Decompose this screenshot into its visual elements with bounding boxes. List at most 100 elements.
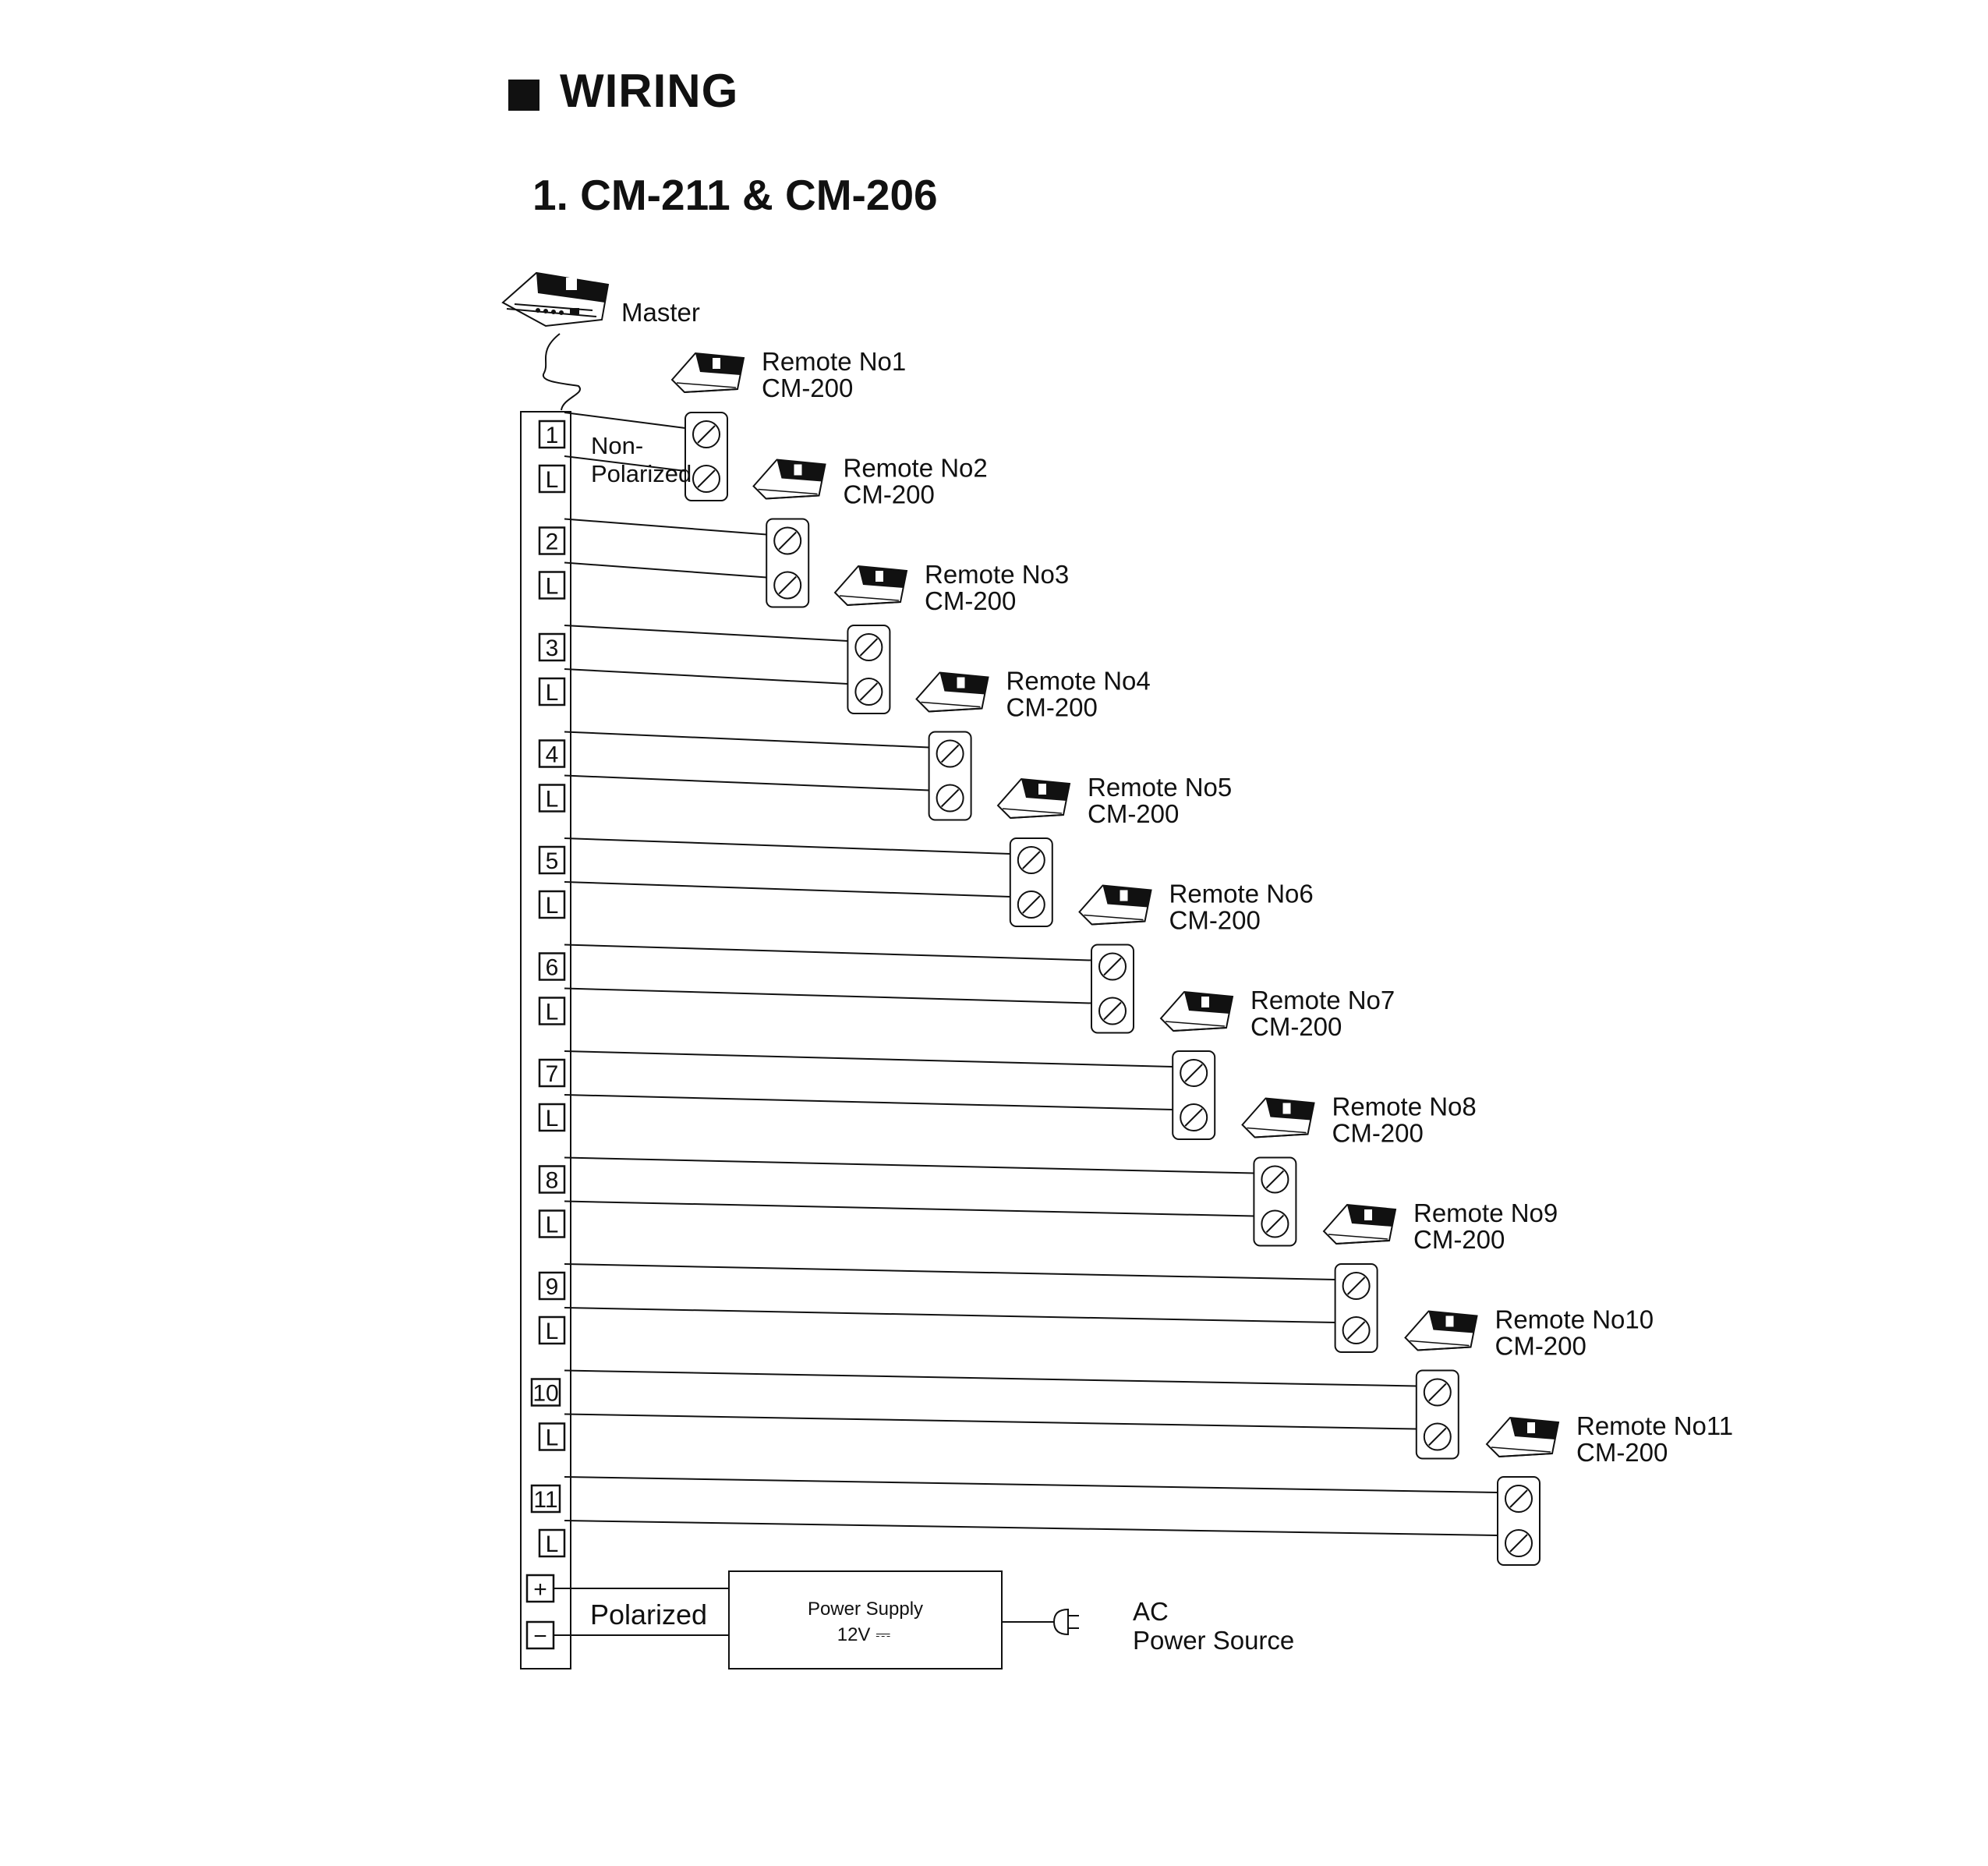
terminal-minus-label: − <box>533 1623 547 1649</box>
wire-common-4 <box>564 774 929 791</box>
remote-station-icon-3 <box>833 565 908 607</box>
terminal-common-6-label: L <box>546 1000 559 1025</box>
terminal-common-10-label: L <box>546 1425 559 1451</box>
remote-station-icon-6 <box>1078 884 1152 926</box>
remote-station-icon-9 <box>1322 1203 1397 1245</box>
terminal-6: 6 <box>538 952 566 981</box>
terminal-9-label: 9 <box>546 1274 559 1300</box>
terminal-8-label: 8 <box>546 1168 559 1194</box>
subsection-title: 1. CM-211 & CM-206 <box>532 171 938 219</box>
terminal-common-5-label: L <box>546 893 559 919</box>
terminal-8: 8 <box>538 1165 566 1194</box>
wire-signal-6 <box>564 944 1092 961</box>
terminal-11-label: 11 <box>533 1487 557 1513</box>
terminal-5-label: 5 <box>546 848 559 874</box>
remote-model-8: CM-200 <box>1332 1119 1424 1148</box>
terminal-10: 10 <box>530 1378 561 1407</box>
terminal-common-8: L <box>538 1209 566 1238</box>
non-polarized-label-line2: Polarized <box>591 460 692 487</box>
remote-name-9: Remote No9 <box>1413 1199 1558 1227</box>
remote-station-icon-8 <box>1241 1097 1315 1138</box>
remote-model-2: CM-200 <box>844 480 935 509</box>
wire-signal-2 <box>564 518 767 536</box>
terminal-common-7: L <box>538 1103 566 1132</box>
ac-plug-icon <box>1052 1608 1079 1636</box>
wire-common-5 <box>564 881 1010 898</box>
remote-model-4: CM-200 <box>1006 693 1098 722</box>
wire-common-7 <box>564 1094 1173 1110</box>
remote-terminal-block-6 <box>1091 944 1134 1034</box>
remote-terminal-block-11 <box>1497 1476 1541 1566</box>
remote-name-8: Remote No8 <box>1332 1092 1477 1121</box>
remote-station-icon-5 <box>996 777 1071 820</box>
terminal-common-5: L <box>538 890 566 919</box>
terminal-common-2-label: L <box>546 574 559 600</box>
terminal-3-label: 3 <box>546 636 559 661</box>
master-label: Master <box>621 298 700 327</box>
wire-signal-8 <box>564 1156 1254 1174</box>
wire-common-1 <box>564 455 686 472</box>
terminal-2-label: 2 <box>546 529 559 555</box>
terminal-plus-label: + <box>533 1577 547 1602</box>
remote-model-3: CM-200 <box>925 586 1016 615</box>
terminal-4: 4 <box>538 739 566 768</box>
section-bullet <box>508 80 539 111</box>
wire-signal-11 <box>564 1476 1498 1493</box>
terminal-7-label: 7 <box>546 1061 559 1087</box>
remote-terminal-block-9 <box>1334 1263 1378 1353</box>
terminal-common-4-label: L <box>546 787 559 813</box>
terminal-common-3: L <box>538 677 566 706</box>
terminal-11: 11 <box>530 1484 561 1514</box>
wire-common-8 <box>564 1200 1254 1217</box>
remote-station-icon-1 <box>670 352 745 394</box>
wire-signal-7 <box>564 1050 1173 1068</box>
remote-model-5: CM-200 <box>1088 799 1179 828</box>
wire-signal-1 <box>564 412 686 429</box>
terminal-3: 3 <box>538 632 566 662</box>
remote-name-1: Remote No1 <box>762 347 906 376</box>
terminal-common-1-label: L <box>546 467 559 493</box>
terminal-6-label: 6 <box>546 955 559 981</box>
remote-model-9: CM-200 <box>1413 1225 1505 1254</box>
remote-model-1: CM-200 <box>762 374 853 402</box>
terminal-4-label: 4 <box>546 742 559 768</box>
wire-common-6 <box>564 987 1092 1004</box>
terminal-common-1: L <box>538 464 566 494</box>
remote-model-10: CM-200 <box>1495 1332 1587 1361</box>
ac-label-line2: Power Source <box>1133 1626 1294 1655</box>
terminal-common-10: L <box>538 1422 566 1451</box>
terminal-common-4: L <box>538 784 566 813</box>
remote-station-icon-10 <box>1404 1310 1478 1351</box>
terminal-plus: + <box>525 1574 555 1603</box>
remote-name-6: Remote No6 <box>1169 880 1314 908</box>
wire-signal-10 <box>564 1369 1417 1387</box>
non-polarized-label-line1: Non- <box>591 432 643 459</box>
terminal-minus: − <box>525 1620 555 1650</box>
section-title: WIRING <box>560 65 739 117</box>
polarized-label: Polarized <box>590 1599 707 1631</box>
remote-station-icon-2 <box>752 459 826 500</box>
remote-terminal-block-3 <box>847 625 891 714</box>
remote-name-7: Remote No7 <box>1250 986 1395 1014</box>
power-supply-label-line1: Power Supply <box>808 1599 923 1620</box>
power-supply-box <box>728 1570 1003 1669</box>
wire-signal-4 <box>564 731 929 749</box>
terminal-5: 5 <box>538 845 566 875</box>
master-console-icon <box>501 271 610 328</box>
remote-terminal-block-7 <box>1172 1050 1216 1140</box>
remote-terminal-block-10 <box>1415 1369 1459 1460</box>
remote-name-11: Remote No11 <box>1576 1411 1733 1440</box>
remote-name-3: Remote No3 <box>925 560 1069 589</box>
remote-name-10: Remote No10 <box>1495 1305 1654 1334</box>
terminal-common-8-label: L <box>546 1213 559 1238</box>
remote-terminal-block-8 <box>1253 1156 1297 1247</box>
terminal-common-11: L <box>538 1528 566 1558</box>
remote-model-11: CM-200 <box>1576 1438 1668 1467</box>
terminal-10-label: 10 <box>532 1381 558 1407</box>
power-supply-label-line2: 12V ⎓ <box>837 1624 891 1645</box>
remote-terminal-block-4 <box>928 731 972 821</box>
terminal-strip <box>520 411 571 1669</box>
wire-common-3 <box>564 668 848 685</box>
remote-name-5: Remote No5 <box>1088 773 1232 802</box>
